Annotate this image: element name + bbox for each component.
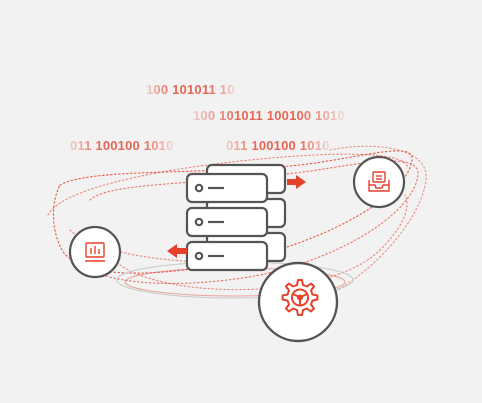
binary-text-line-2: 100 101011 100100 1010: [193, 108, 345, 123]
node-gear: [257, 261, 339, 343]
gear-steering-icon: [281, 279, 319, 316]
binary-text-line-4: 011 100100 1010: [226, 138, 330, 153]
node-monitor: [68, 225, 122, 279]
node-inbox: [352, 155, 406, 209]
server-stack-icon: [185, 163, 287, 272]
binary-text-line-1: 100 101011 10: [146, 82, 235, 97]
arrow-left-icon: [167, 244, 187, 258]
inbox-tray-icon: [368, 171, 390, 192]
binary-text-line-3: 011 100100 1010: [70, 138, 174, 153]
arrow-right-icon: [287, 175, 306, 189]
monitor-chart-icon: [85, 242, 105, 262]
